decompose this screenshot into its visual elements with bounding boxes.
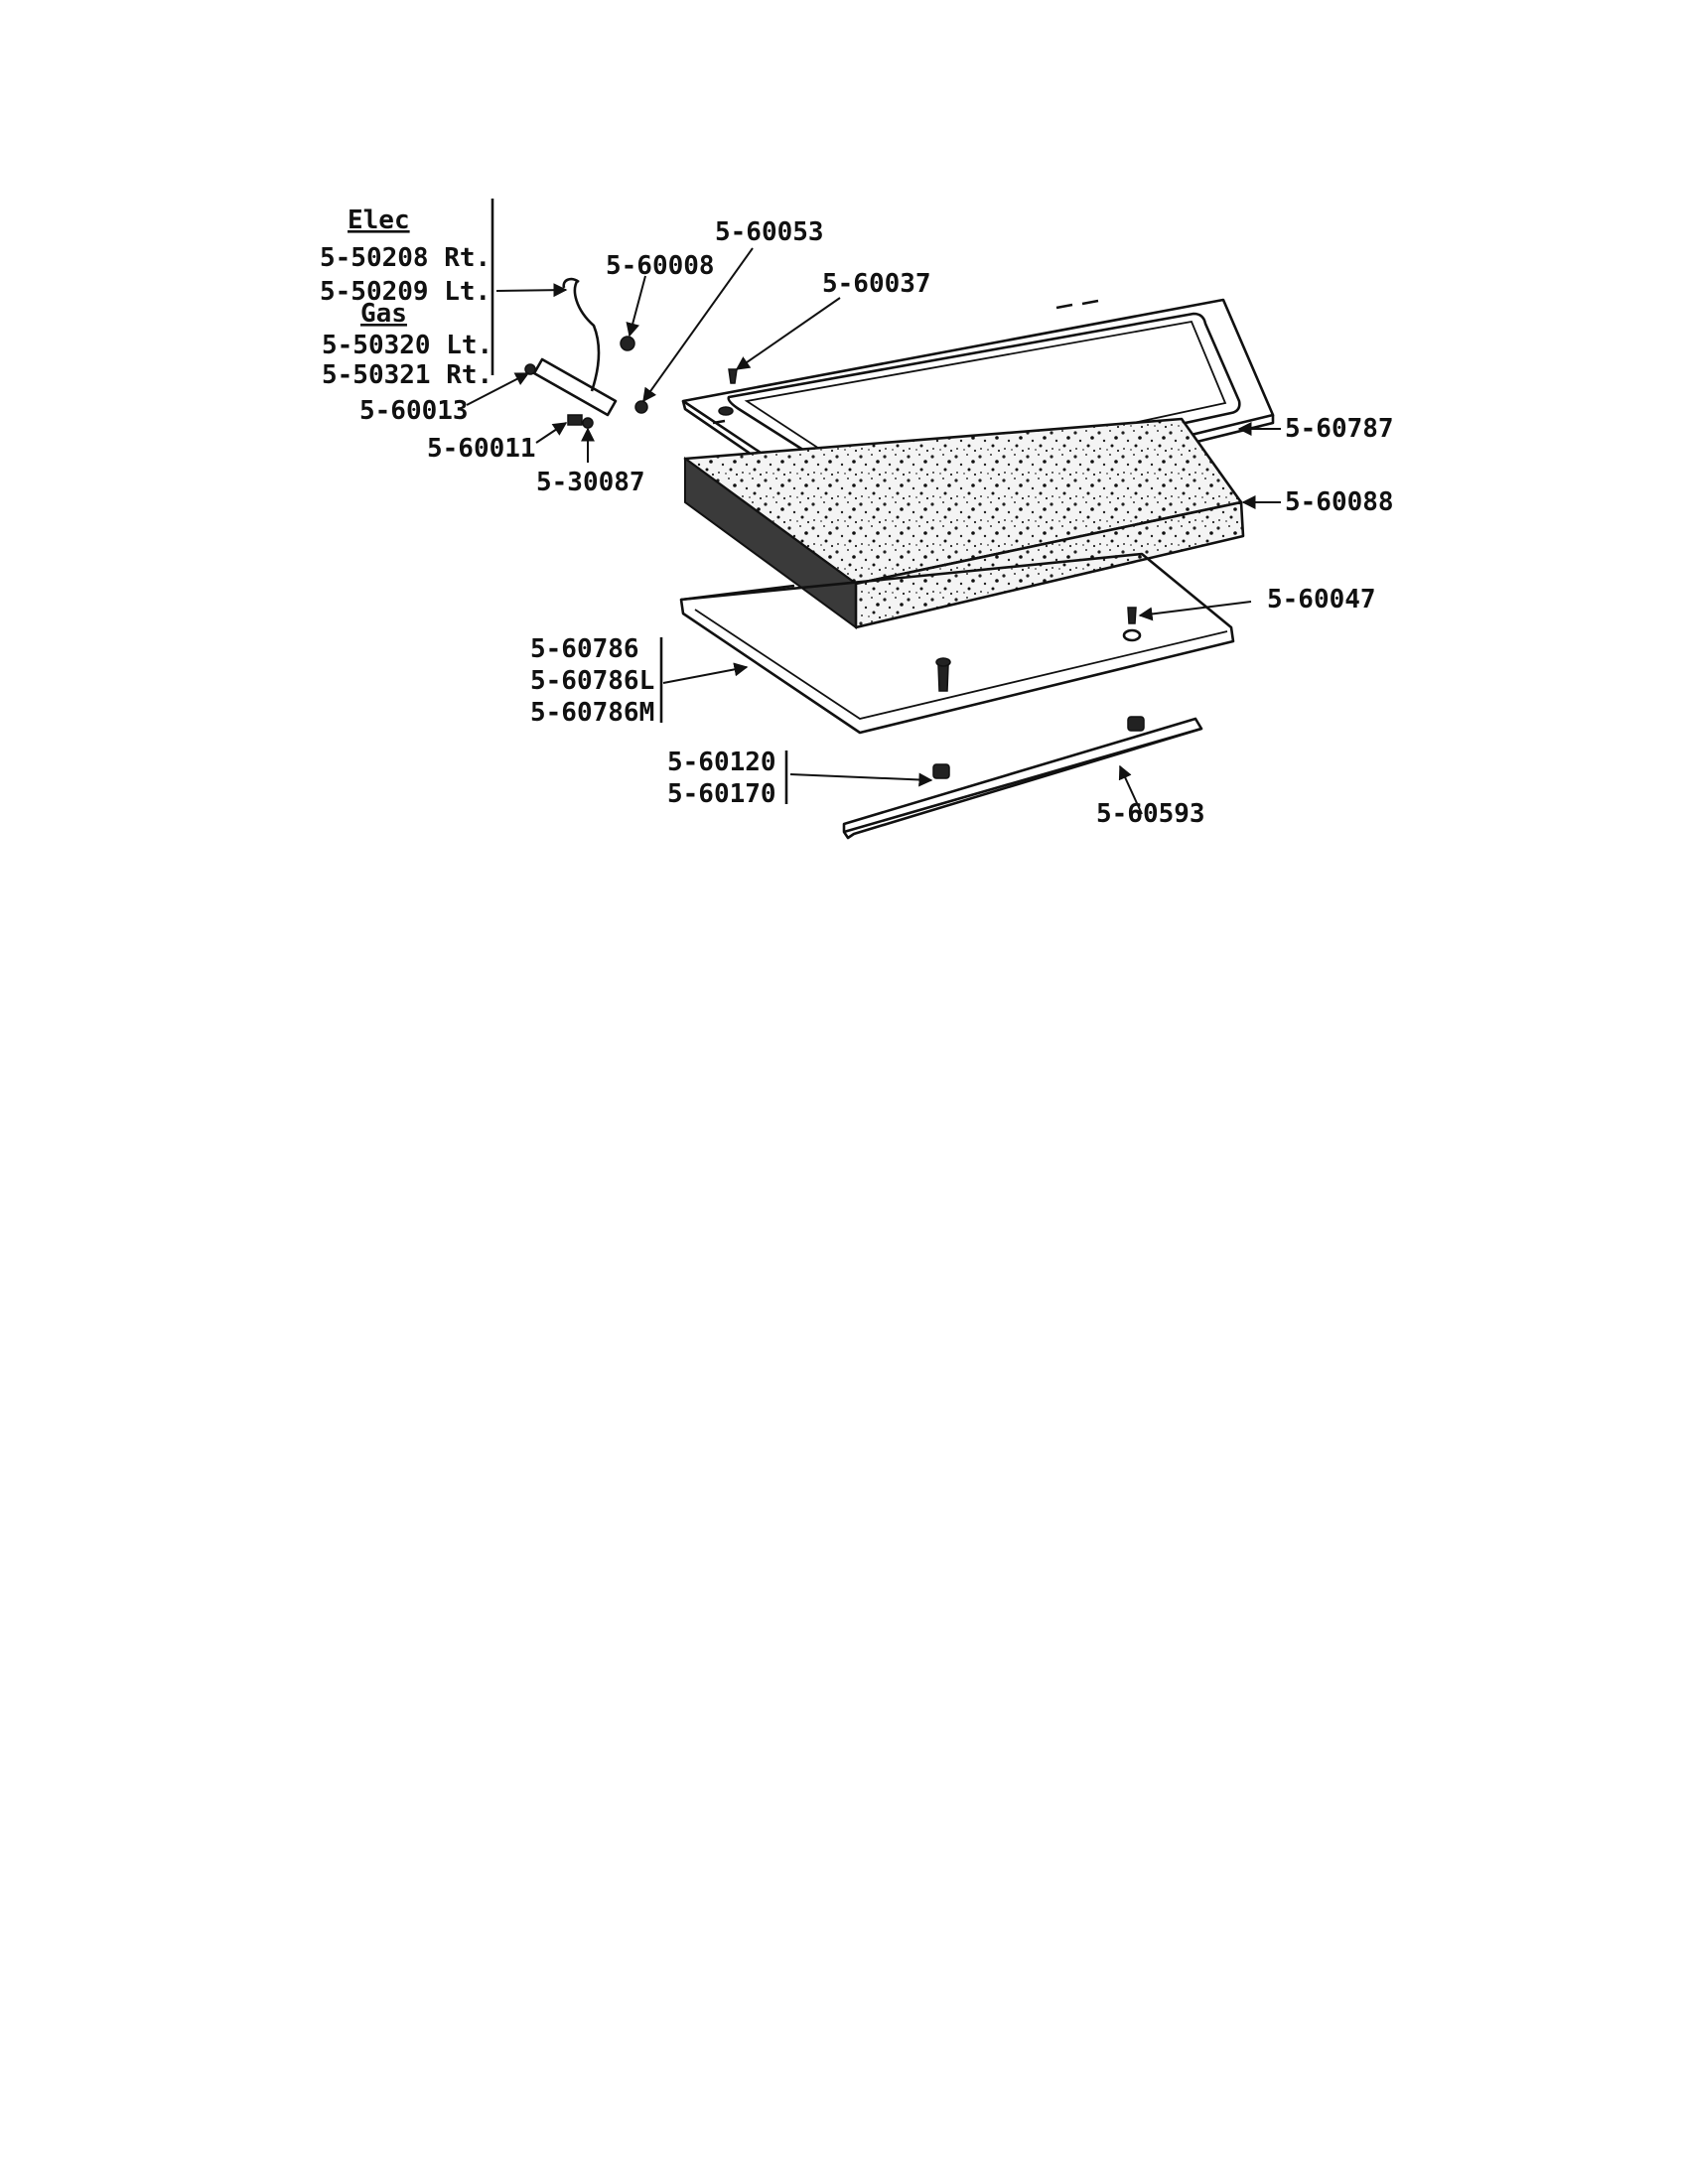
- label-gas-heading: Gas: [360, 299, 407, 329]
- leader-hinge-elec: [495, 283, 568, 298]
- label-frame-screw: 5-60047: [1267, 585, 1376, 614]
- leader-handle: [1118, 764, 1143, 815]
- hinge-link-part: [634, 400, 648, 414]
- label-elec-heading: Elec: [348, 205, 410, 235]
- handle: [842, 716, 1203, 840]
- handle-ridge: [843, 727, 1202, 834]
- frame-screw-left-head: [935, 657, 951, 667]
- label-hinge-pin: 5-60013: [359, 396, 469, 426]
- leader-bumper: [789, 772, 933, 787]
- leader-hinge-screw: [626, 275, 646, 338]
- frame-outline: [679, 552, 1235, 735]
- leader-frame-screw: [1138, 601, 1252, 621]
- label-bushing: 5-30087: [536, 468, 645, 497]
- insulation-block: [683, 417, 1245, 629]
- leader-frame: [662, 662, 749, 684]
- handle-bumper-left: [932, 763, 950, 779]
- hinge-assembly: [491, 199, 648, 429]
- label-insulation: 5-60088: [1285, 487, 1394, 517]
- top-panel-window: [727, 312, 1241, 492]
- label-gas-left: 5-50320 Lt.: [322, 331, 492, 360]
- hinge-plate: [532, 357, 618, 417]
- hinge-arm: [573, 279, 601, 392]
- label-hinge-link: 5-60053: [715, 217, 824, 247]
- top-screw-part: [728, 368, 738, 384]
- top-panel-slot-back-2: [1081, 299, 1099, 306]
- label-top-panel: 5-60787: [1285, 414, 1394, 444]
- leader-hinge-link: [642, 247, 754, 403]
- leader-hinge-pin: [466, 372, 530, 406]
- label-frame-c: 5-60786M: [530, 698, 654, 728]
- label-elec-right: 5-50208 Rt.: [320, 243, 491, 273]
- label-top-screw: 5-60037: [822, 269, 931, 299]
- label-frame-a: 5-60786: [530, 634, 639, 664]
- label-bumper-b: 5-60170: [667, 779, 776, 809]
- frame-screw-left: [937, 664, 949, 692]
- frame: [679, 552, 1235, 735]
- label-frame-b: 5-60786L: [530, 666, 654, 696]
- leader-lines: [466, 247, 1281, 815]
- insulation-front: [854, 500, 1245, 629]
- callout-labels: Elec 5-50208 Rt. 5-50209 Lt. Gas 5-50320…: [320, 205, 1394, 829]
- label-bumper-a: 5-60120: [667, 748, 776, 777]
- frame-screw-washer: [1122, 628, 1142, 642]
- label-small-screw: 5-60011: [427, 434, 536, 464]
- hinge-pin-part: [524, 363, 536, 375]
- top-panel-hole-left: [718, 406, 734, 416]
- frame-screw-part: [1127, 607, 1137, 624]
- handle-bumper-right: [1127, 716, 1145, 732]
- label-handle: 5-60593: [1096, 799, 1205, 829]
- frame-inner-lip: [694, 609, 1228, 720]
- leader-top-screw: [735, 297, 841, 370]
- top-panel-slot-left: [712, 419, 726, 425]
- small-screw-part: [567, 414, 583, 426]
- label-gas-right: 5-50321 Rt.: [322, 360, 492, 390]
- hinge-screw-part: [620, 336, 635, 351]
- label-hinge-screw: 5-60008: [606, 251, 715, 281]
- bushing-part: [582, 417, 594, 429]
- leader-small-screw: [535, 422, 568, 444]
- label-elec-left: 5-50209 Lt.: [320, 277, 491, 307]
- top-panel-slot-back: [1055, 303, 1073, 310]
